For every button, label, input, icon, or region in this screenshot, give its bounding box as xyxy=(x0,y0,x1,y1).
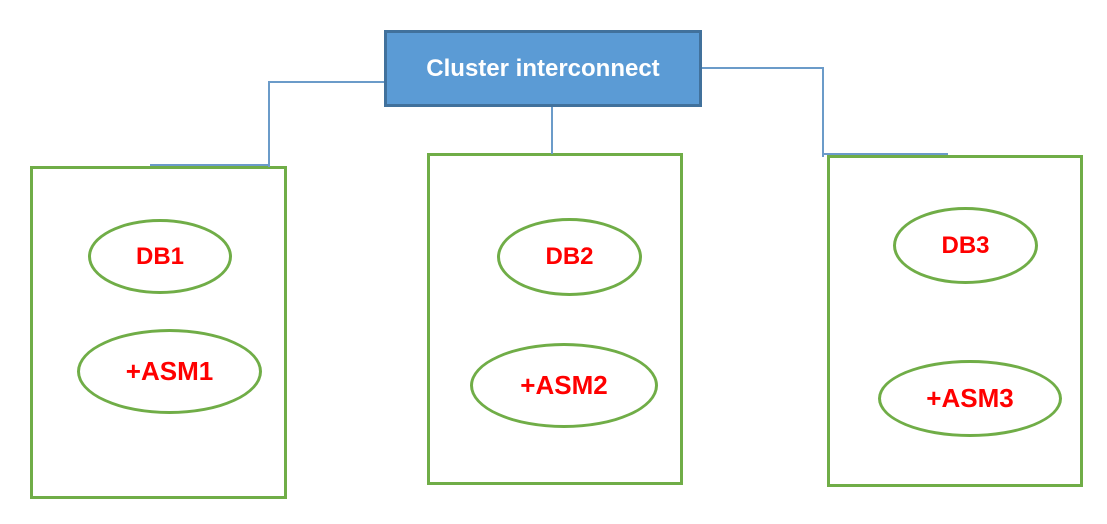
db1-ellipse: DB1 xyxy=(88,219,232,294)
db2-label: DB2 xyxy=(545,243,594,270)
asm3-label: +ASM3 xyxy=(926,383,1014,413)
asm1-ellipse: +ASM1 xyxy=(77,329,262,414)
node3-box xyxy=(827,155,1083,487)
connector-right-vertical xyxy=(822,67,824,157)
connector-left-vertical xyxy=(268,81,270,167)
db3-label: DB3 xyxy=(941,231,990,259)
node2-box xyxy=(427,153,683,485)
asm1-label: +ASM1 xyxy=(125,356,214,386)
connector-middle-vertical xyxy=(551,105,553,154)
connector-left-horizontal xyxy=(268,81,384,83)
db3-ellipse: DB3 xyxy=(893,207,1038,284)
connector-right-overlap-segment xyxy=(824,153,948,155)
asm2-ellipse: +ASM2 xyxy=(470,343,658,428)
asm2-label: +ASM2 xyxy=(520,370,608,400)
db2-ellipse: DB2 xyxy=(497,218,642,296)
connector-left-overlap-segment xyxy=(150,164,270,166)
cluster-interconnect-box: Cluster interconnect xyxy=(384,30,702,107)
connector-right-horizontal xyxy=(702,67,824,69)
asm3-ellipse: +ASM3 xyxy=(878,360,1062,437)
cluster-interconnect-label: Cluster interconnect xyxy=(426,54,660,82)
db1-label: DB1 xyxy=(135,242,184,270)
